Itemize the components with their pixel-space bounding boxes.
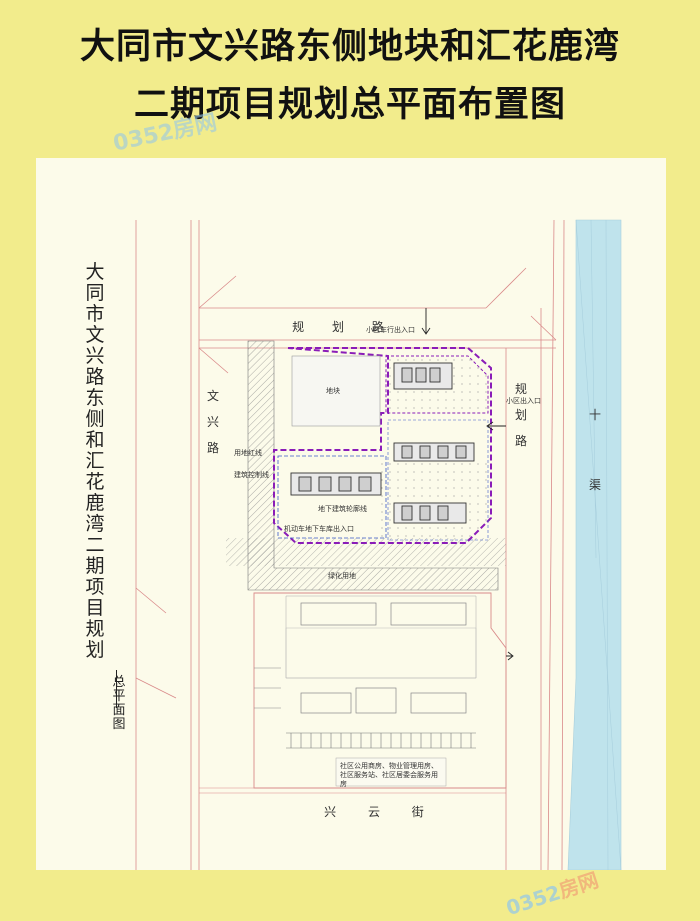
title-divider [116,670,117,708]
underground-outline [277,455,387,539]
site-plan-sheet: 大同市文兴路东侧和汇花鹿湾二期项目规划 总平面图 规 划 路 文兴路 规划路 十… [36,158,666,920]
south-courtyard [285,595,477,679]
parking-stripes [286,732,476,749]
road-label-east: 规划路 [514,382,527,448]
header: 大同市文兴路东侧地块和汇花鹿湾 二期项目规划总平面布置图 0352房网 [0,0,700,157]
building-3 [290,472,382,496]
canal [567,219,622,870]
page-title-line-2: 二期项目规划总平面布置图 [133,85,566,125]
plot-parcel-b [381,458,491,540]
vertical-project-title: 大同市文兴路东侧和汇花鹿湾二期项目规划 [85,261,105,661]
label-building-line: 建筑控制线 [234,471,269,479]
north-entrance-arrow [421,308,431,335]
vertical-subtitle: 总平面图 [112,675,126,732]
west-road-lines [135,220,200,870]
label-east-entrance: 小区出入口 [506,397,541,405]
south-site-boundary [253,592,507,789]
label-land-line: 用地红线 [234,449,262,457]
south-buildings [300,602,467,714]
site-plan-drawing [135,219,622,870]
existing-plot [291,355,381,427]
south-entrance-arrow [506,651,514,661]
east-entrance-arrow [486,421,506,431]
label-underground-outline: 地下建筑轮廓线 [318,505,367,513]
south-green-area [285,627,477,679]
label-north-vehicle-entrance: 小区车行出入口 [366,326,415,334]
building-2 [393,442,475,462]
road-label-north: 规 划 路 [292,320,396,334]
label-parking-entrance: 机动车地下车库出入口 [284,525,354,533]
road-label-south: 兴 云 街 [324,805,438,819]
label-green-area: 绿化用地 [328,572,356,580]
road-label-west: 文兴路 [206,389,219,455]
watermark-prefix: 0352 [503,880,564,921]
building-1 [393,362,453,390]
label-community-note: 社区公用商房、物业管理用房、社区服务站、社区居委会服务用房 [340,762,438,788]
note-box [335,757,447,787]
label-plot: 地块 [326,387,340,395]
road-label-canal: 十渠 [588,408,601,492]
watermark-suffix: 房网 [556,867,602,903]
watermark-bottom: 0352房网 [502,864,602,921]
building-4 [393,502,467,524]
canal-bank [547,219,565,870]
page-title-line-1: 大同市文兴路东侧地块和汇花鹿湾 [79,27,620,67]
